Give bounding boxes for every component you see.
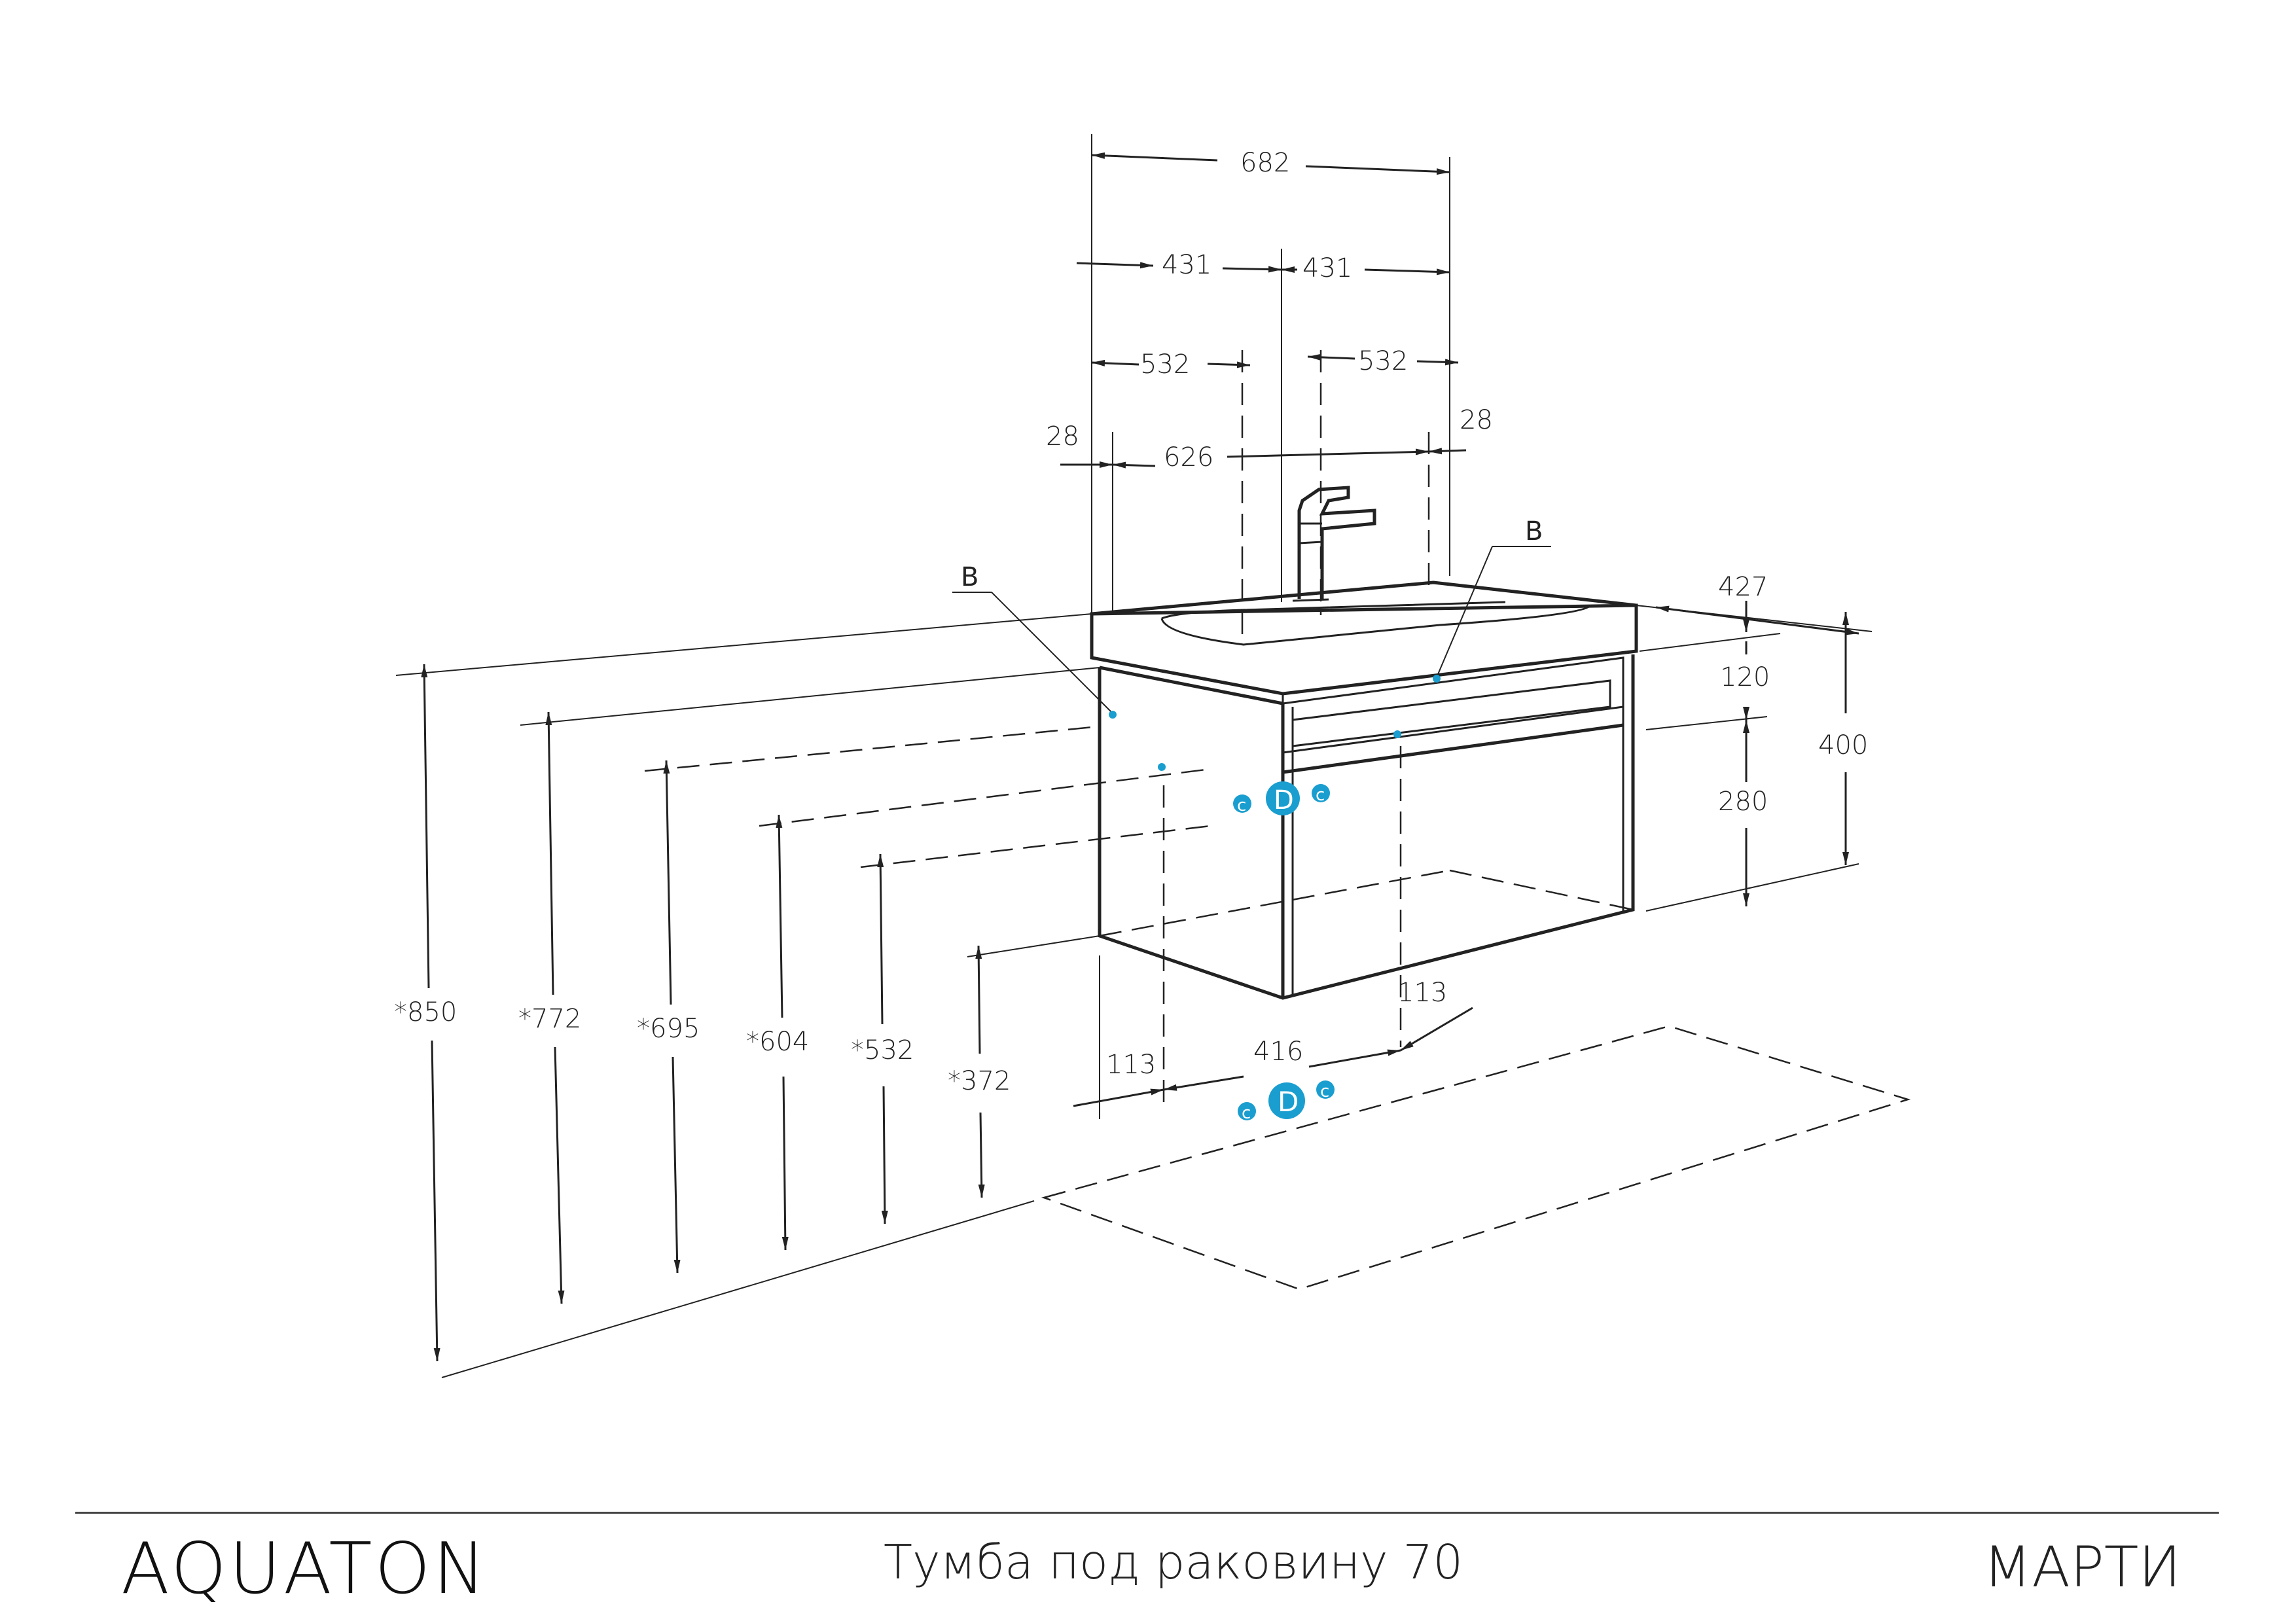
floor-footprint [1041,1025,1911,1291]
dim-113-left-label: 113 [1106,1050,1156,1080]
footer-divider [75,1512,2219,1514]
height-guides [395,613,1211,1378]
extension-lines-top [1091,134,1450,641]
dim-372-label: *372 [948,1066,1011,1096]
mount-point-left [1158,763,1166,771]
dim-400-label: 400 [1818,730,1868,760]
dim-772-label: *772 [518,1004,581,1034]
dim-682-label: 682 [1240,148,1290,178]
dim-431-left: 431 [1076,250,1282,280]
height-dims: *850 *772 *695 *604 *532 *372 [394,664,1011,1362]
b-marker-left: B [952,562,1117,719]
bottom-dims: 113 416 113 [1073,746,1473,1119]
model-name: МАРТИ [1983,1535,2181,1600]
b-marker-right: B [1433,516,1551,683]
dim-427-label: 427 [1718,572,1768,602]
faucet [1292,486,1376,602]
c-label-1: c [1237,796,1246,815]
dim-532-left: 532 [1091,349,1251,380]
dim-28-left-label: 28 [1046,421,1079,452]
c-label-2: c [1316,785,1325,805]
dim-431-right-label: 431 [1302,253,1352,283]
dim-682: 682 [1091,148,1450,178]
dim-431-left-label: 431 [1162,250,1211,280]
d-label-1: D [1274,785,1294,815]
dim-532-left-label: 532 [1140,349,1190,380]
basin [1090,580,1638,704]
cabinet [1098,654,1635,1000]
dim-532-right-label: 532 [1358,346,1408,376]
c-label-4: c [1320,1082,1329,1101]
dim-431-right: 431 [1282,253,1450,283]
dim-532-height-label: *532 [851,1035,914,1065]
dim-28-right-label: 28 [1460,405,1493,435]
dim-120-label: 120 [1720,662,1770,692]
dim-695-label: *695 [637,1014,700,1044]
dim-626: 626 28 28 [1046,405,1493,473]
dim-113-right-label: 113 [1397,978,1447,1008]
b-left-label: B [961,562,978,592]
dim-604-label: *604 [746,1027,809,1057]
cd-markers-floor: c D c [1238,1080,1335,1123]
right-dims: 427 120 280 400 [1636,572,1873,912]
cd-markers-cabinet: c D c [1233,781,1330,815]
c-label-3: c [1242,1103,1251,1123]
product-title: Тумба под раковину 70 [884,1535,1463,1590]
mount-point-right [1393,730,1401,738]
dim-280-label: 280 [1718,787,1768,817]
brand-logo: AQUATON [121,1528,489,1610]
d-label-2: D [1278,1086,1299,1118]
dim-626-label: 626 [1164,442,1213,473]
b-right-label: B [1525,516,1543,546]
dim-850-label: *850 [394,997,457,1027]
dim-532-right: 532 [1307,346,1459,376]
dim-416-label: 416 [1253,1037,1303,1067]
